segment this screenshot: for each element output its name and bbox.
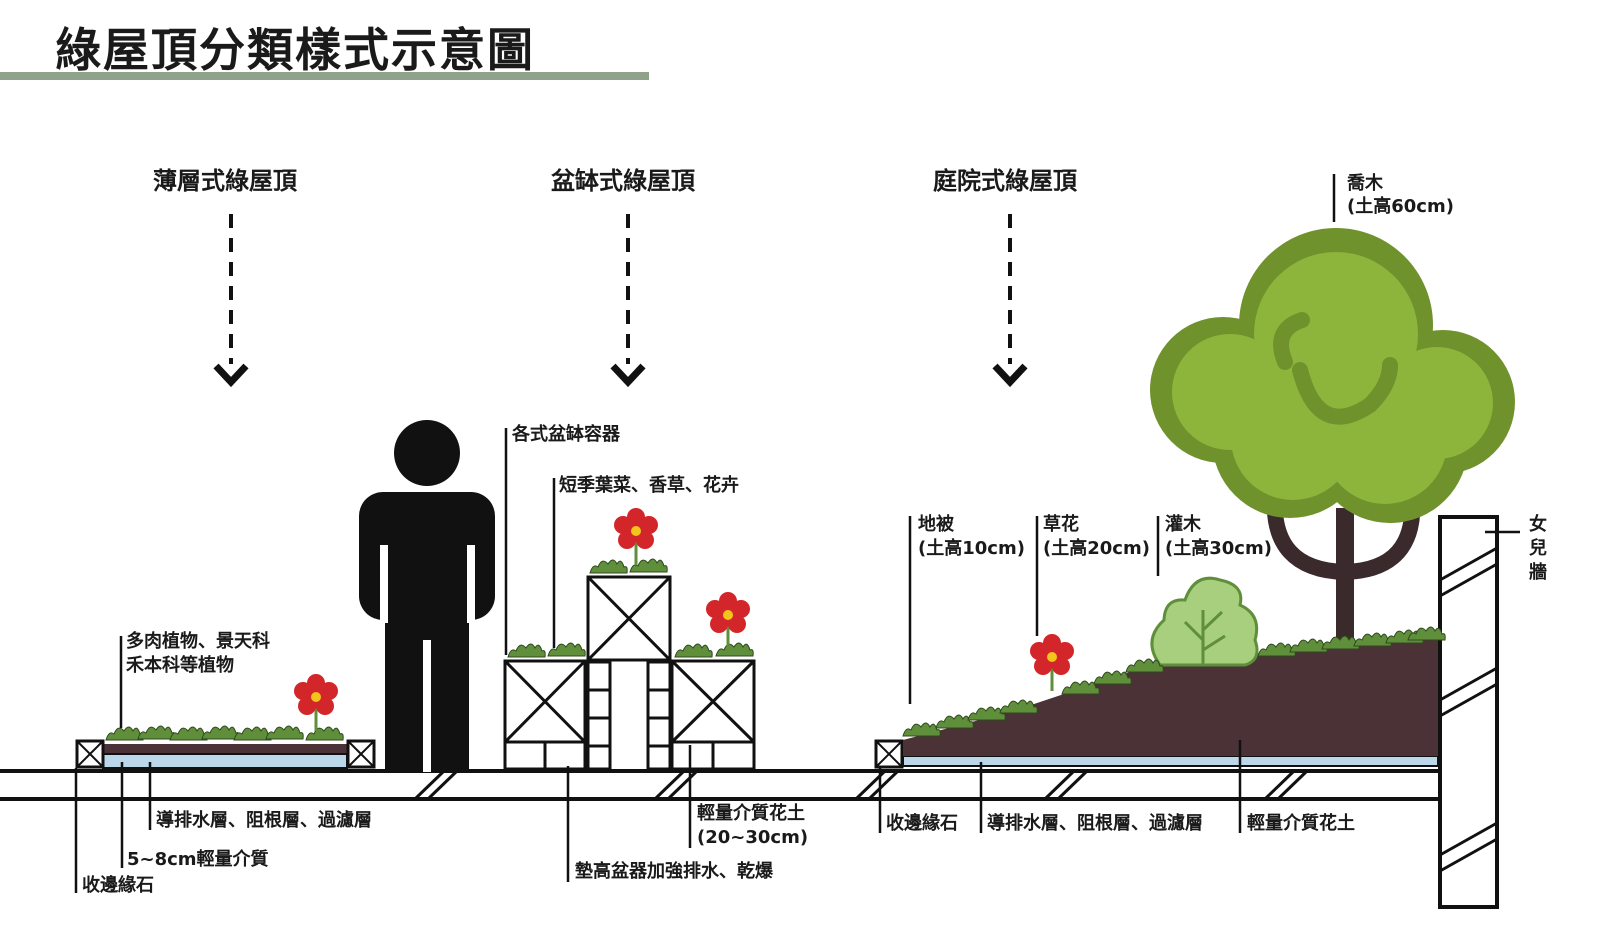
label-raise-pots: 墊高盆器加強排水、乾爆 xyxy=(575,861,773,882)
label-tree-depth: (土高60cm) xyxy=(1347,196,1454,217)
label-light-media-thin: 5~8cm輕量介質 xyxy=(127,849,269,870)
label-grass-family: 禾本科等植物 xyxy=(126,655,234,676)
label-groundcover-depth: (土高10cm) xyxy=(918,538,1025,559)
label-veg-herbs: 短季葉菜、香草、花卉 xyxy=(559,475,739,496)
flower-icon xyxy=(612,506,660,567)
down-arrow-thin xyxy=(216,214,246,382)
pot-roof-section xyxy=(503,506,756,771)
label-drain-layers-garden: 導排水層、阻根層、過濾層 xyxy=(987,813,1203,834)
down-arrow-garden xyxy=(995,214,1025,382)
label-parapet: 女兒牆 xyxy=(1529,514,1547,583)
parapet-wall xyxy=(1438,515,1499,909)
down-arrow-pot xyxy=(613,214,643,382)
label-flower-depth: (土高20cm) xyxy=(1043,538,1150,559)
heading-thin-roof: 薄層式綠屋頂 xyxy=(153,167,297,195)
tree-icon xyxy=(1150,228,1515,640)
curb-stone-right xyxy=(346,739,376,769)
label-succulent: 多肉植物、景天科 xyxy=(126,631,270,652)
label-light-soil-pot-depth: (20~30cm) xyxy=(697,827,809,848)
label-shrub-depth: (土高30cm) xyxy=(1165,538,1272,559)
leader-lines xyxy=(74,174,1520,893)
page-title: 綠屋頂分類樣式示意圖 xyxy=(55,23,535,77)
label-flower: 草花 xyxy=(1043,514,1079,535)
label-curb-garden: 收邊緣石 xyxy=(886,813,958,834)
label-light-soil-pot: 輕量介質花土 xyxy=(697,803,805,824)
garden-roof-section xyxy=(874,228,1515,769)
flower-icon xyxy=(704,590,752,651)
roof-slab xyxy=(0,769,1440,801)
shrub-icon xyxy=(1150,576,1259,667)
curb-stone-garden xyxy=(874,739,904,769)
label-light-soil-garden: 輕量介質花土 xyxy=(1247,813,1355,834)
succulent-plants xyxy=(105,725,344,741)
flower-icon xyxy=(292,672,340,733)
title-underline xyxy=(0,72,649,80)
heading-garden-roof: 庭院式綠屋頂 xyxy=(933,167,1077,195)
label-groundcover: 地被 xyxy=(918,514,954,535)
label-drain-layers-thin: 導排水層、阻根層、過濾層 xyxy=(156,810,372,831)
label-curb-thin: 收邊緣石 xyxy=(82,875,154,896)
heading-pot-roof: 盆缽式綠屋頂 xyxy=(551,167,695,195)
curb-stone-left xyxy=(75,739,105,769)
label-tree: 喬木 xyxy=(1347,173,1383,194)
thin-roof-section xyxy=(75,672,376,769)
label-shrub: 灌木 xyxy=(1165,514,1201,535)
label-containers: 各式盆缽容器 xyxy=(512,424,620,445)
flower-icon xyxy=(1028,632,1076,693)
